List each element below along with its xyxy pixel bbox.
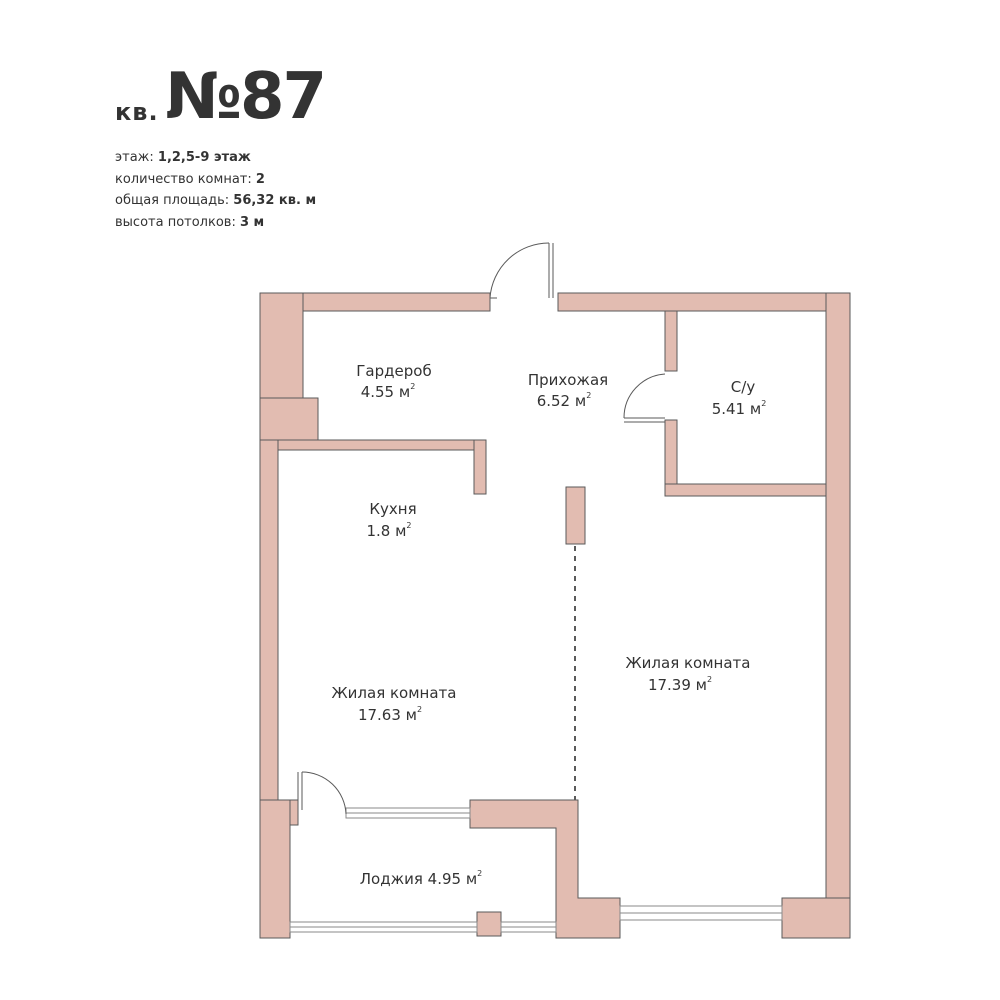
room-area-living-left: 17.63 м2	[358, 705, 422, 724]
wall-column	[565, 486, 586, 545]
wall-left-main	[259, 439, 279, 801]
apartment-prefix: кв.	[115, 98, 159, 126]
room-name-wardrobe: Гардероб	[356, 362, 431, 380]
windows	[289, 807, 783, 933]
info-value: 3 м	[239, 214, 265, 230]
wall-left-lower	[259, 799, 291, 939]
info-value: 56,32 кв. м	[233, 193, 317, 208]
room-name-hallway: Прихожая	[528, 371, 608, 389]
info-rooms: количество комнат: 2	[115, 169, 316, 191]
room-area-wardrobe: 4.55 м2	[361, 382, 416, 401]
wall-wardrobe-partition	[277, 439, 487, 451]
info-value: 1,2,5-9 этаж	[157, 150, 251, 165]
room-labels: Гардероб 4.55 м2 Прихожая 6.52 м2 С/у 5.…	[332, 362, 767, 888]
info-floor: этаж: 1,2,5-9 этаж	[115, 147, 316, 169]
wall-kitchen-stub	[473, 439, 487, 495]
loggia-door-swing	[301, 771, 347, 815]
apartment-number: №87	[165, 60, 327, 134]
wall-left-jamb	[289, 799, 299, 826]
wall-left-step	[259, 397, 319, 441]
wall-loggia-top	[469, 799, 621, 939]
wall-left-upper	[259, 292, 304, 399]
room-area-bathroom: 5.41 м2	[712, 399, 767, 418]
room-name-living-left: Жилая комната	[332, 684, 457, 702]
wall-top-right	[557, 292, 851, 312]
info-label: этаж:	[115, 150, 154, 165]
room-area-hallway: 6.52 м2	[537, 391, 592, 410]
room-area-living-right: 17.39 м2	[648, 675, 712, 694]
wall-right	[825, 292, 851, 939]
room-name-kitchen: Кухня	[369, 500, 416, 518]
room-name-living-right: Жилая комната	[626, 654, 751, 672]
info-value: 2	[255, 171, 265, 187]
info-label: высота потолков:	[115, 214, 236, 230]
walls	[259, 292, 851, 939]
info-label: количество комнат:	[115, 171, 252, 187]
room-loggia: Лоджия 4.95 м2	[360, 869, 482, 888]
entrance-door-swing	[489, 242, 550, 299]
doors	[297, 242, 666, 815]
info-label: общая площадь:	[115, 193, 230, 208]
wall-loggia-pillar	[476, 911, 502, 937]
wall-bath-upper	[664, 310, 678, 372]
apartment-info: этаж: 1,2,5-9 этаж количество комнат: 2 …	[115, 147, 316, 233]
info-total-area: общая площадь: 56,32 кв. м	[115, 190, 316, 212]
bath-door-swing	[623, 373, 666, 419]
wall-bath-bottom	[664, 483, 827, 497]
room-name-bathroom: С/у	[731, 378, 756, 396]
wall-bottom-right	[781, 897, 851, 939]
room-area-kitchen: 1.8 м2	[366, 521, 411, 540]
info-ceiling-height: высота потолков: 3 м	[115, 212, 316, 234]
